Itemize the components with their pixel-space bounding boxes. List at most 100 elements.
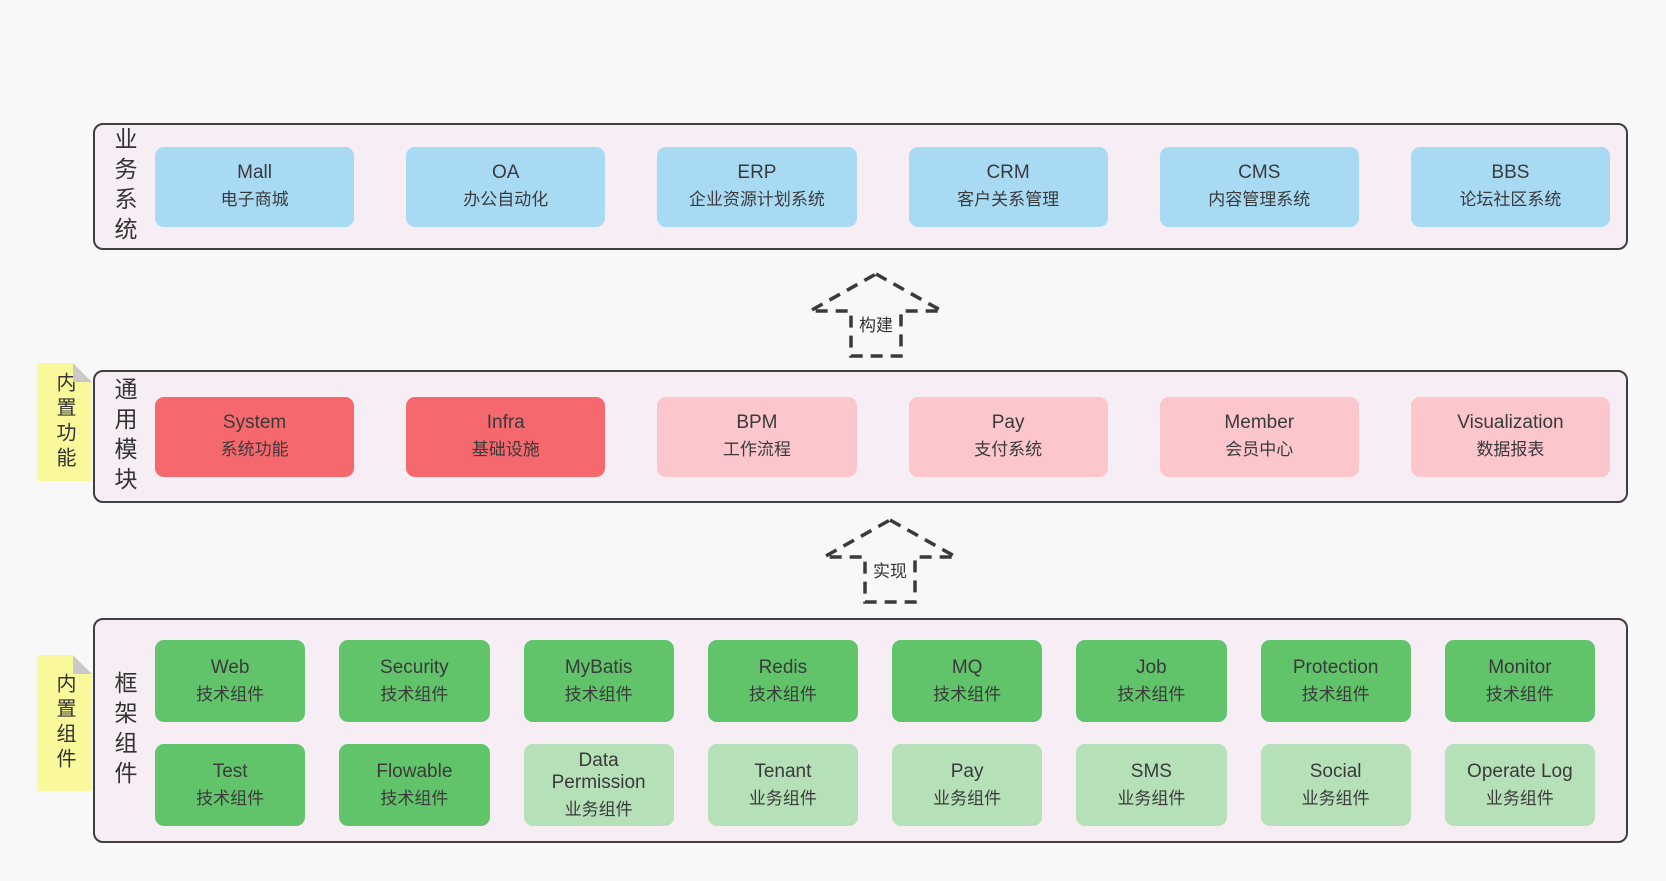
- box-flowable: Flowable 技术组件: [339, 744, 490, 826]
- box-operate-log: Operate Log 业务组件: [1444, 744, 1595, 826]
- box-desc: 数据报表: [1476, 440, 1545, 460]
- box-desc: 支付系统: [974, 440, 1043, 460]
- layer-title-framework: 框架组件: [111, 670, 137, 791]
- box-desc: 技术组件: [1301, 684, 1370, 704]
- sticky-text: 内置组件: [53, 673, 75, 773]
- layer-title-common: 通用模块: [111, 376, 137, 497]
- box-security: Security 技术组件: [339, 640, 490, 722]
- box-desc: 业务组件: [1301, 788, 1370, 808]
- box-desc: 技术组件: [748, 684, 817, 704]
- box-desc: 客户关系管理: [957, 190, 1060, 210]
- box-name: MQ: [951, 656, 983, 678]
- box-name: Mall: [237, 162, 272, 184]
- box-desc: 技术组件: [196, 788, 265, 808]
- box-desc: 系统功能: [220, 440, 289, 460]
- box-desc: 论坛社区系统: [1459, 190, 1562, 210]
- box-desc: 办公自动化: [463, 190, 549, 210]
- box-desc: 基础设施: [471, 440, 540, 460]
- box-member: Member 会员中心: [1159, 396, 1359, 477]
- box-name: Visualization: [1457, 412, 1564, 434]
- box-crm: CRM 客户关系管理: [908, 146, 1108, 227]
- box-name: Infra: [486, 412, 525, 434]
- box-desc: 业务组件: [748, 788, 817, 808]
- box-desc: 电子商城: [220, 190, 289, 210]
- business-box-row: Mall 电子商城 OA 办公自动化 ERP 企业资源计划系统 CRM 客户关系…: [155, 146, 1611, 227]
- box-sms: SMS 业务组件: [1076, 744, 1227, 826]
- box-name: System: [222, 412, 287, 434]
- sticky-note-builtin-features: 内置功能: [37, 363, 92, 481]
- business-systems-layer: 业务系统 Mall 电子商城 OA 办公自动化 ERP 企业资源计划系统 CRM…: [93, 123, 1628, 250]
- common-box-row: System 系统功能 Infra 基础设施 BPM 工作流程 Pay 支付系统…: [155, 396, 1611, 477]
- up-arrow-icon: [820, 517, 960, 604]
- box-pay: Pay 支付系统: [908, 396, 1108, 477]
- box-mall: Mall 电子商城: [155, 146, 355, 227]
- box-name: Flowable: [376, 760, 453, 782]
- box-data-permission: Data Permission 业务组件: [523, 744, 674, 826]
- box-bpm: BPM 工作流程: [657, 396, 857, 477]
- box-desc: 技术组件: [933, 684, 1002, 704]
- box-name: Pay: [991, 412, 1025, 434]
- folded-corner-icon: [73, 363, 92, 382]
- box-desc: 技术组件: [1485, 684, 1554, 704]
- implement-arrow: 实现: [820, 516, 960, 606]
- arrow-label-build: 构建: [855, 310, 897, 337]
- box-protection: Protection 技术组件: [1260, 640, 1411, 722]
- box-name: MyBatis: [564, 656, 633, 678]
- box-desc: 技术组件: [196, 684, 265, 704]
- arrow-label-implement: 实现: [869, 556, 911, 583]
- box-name: ERP: [737, 162, 777, 184]
- box-erp: ERP 企业资源计划系统: [657, 146, 857, 227]
- box-name: CRM: [986, 162, 1030, 184]
- build-arrow: 构建: [806, 270, 946, 360]
- box-desc: 工作流程: [722, 440, 791, 460]
- box-desc: 业务组件: [564, 800, 633, 820]
- common-modules-layer: 通用模块 System 系统功能 Infra 基础设施 BPM 工作流程 Pay…: [93, 370, 1628, 503]
- box-system: System 系统功能: [155, 396, 355, 477]
- box-social: Social 业务组件: [1260, 744, 1411, 826]
- box-mybatis: MyBatis 技术组件: [523, 640, 674, 722]
- box-oa: OA 办公自动化: [406, 146, 606, 227]
- box-name: Member: [1224, 412, 1295, 434]
- box-desc: 内容管理系统: [1208, 190, 1311, 210]
- box-infra: Infra 基础设施: [406, 396, 606, 477]
- box-name: BPM: [736, 412, 778, 434]
- box-test: Test 技术组件: [155, 744, 306, 826]
- box-desc: 业务组件: [1117, 788, 1186, 808]
- box-desc: 会员中心: [1225, 440, 1294, 460]
- box-name: Operate Log: [1467, 760, 1573, 782]
- box-web: Web 技术组件: [155, 640, 306, 722]
- box-name: Test: [212, 760, 248, 782]
- box-name: BBS: [1491, 162, 1530, 184]
- box-monitor: Monitor 技术组件: [1444, 640, 1595, 722]
- layer-title-business: 业务系统: [111, 126, 137, 247]
- box-name: Pay: [950, 760, 984, 782]
- framework-grid: Web 技术组件 Security 技术组件 MyBatis 技术组件 Redi…: [155, 640, 1595, 826]
- box-name: CMS: [1238, 162, 1281, 184]
- box-mq: MQ 技术组件: [892, 640, 1043, 722]
- sticky-note-builtin-components: 内置组件: [37, 655, 92, 791]
- folded-corner-icon: [73, 655, 92, 674]
- box-name: Security: [380, 656, 449, 678]
- box-name: Social: [1309, 760, 1362, 782]
- box-name: OA: [492, 162, 520, 184]
- box-redis: Redis 技术组件: [707, 640, 858, 722]
- up-arrow-icon: [806, 271, 946, 358]
- box-bbs: BBS 论坛社区系统: [1410, 146, 1611, 227]
- box-name: Monitor: [1488, 656, 1552, 678]
- box-desc: 企业资源计划系统: [688, 190, 825, 210]
- box-desc: 技术组件: [380, 684, 449, 704]
- box-desc: 业务组件: [1485, 788, 1554, 808]
- box-cms: CMS 内容管理系统: [1159, 146, 1359, 227]
- sticky-text: 内置功能: [53, 372, 75, 472]
- box-name: Tenant: [754, 760, 812, 782]
- framework-components-layer: 框架组件 Web 技术组件 Security 技术组件 MyBatis 技术组件…: [93, 618, 1628, 843]
- box-name: SMS: [1130, 760, 1172, 782]
- box-desc: 技术组件: [564, 684, 633, 704]
- box-job: Job 技术组件: [1076, 640, 1227, 722]
- box-name: Redis: [758, 656, 808, 678]
- box-desc: 业务组件: [933, 788, 1002, 808]
- box-name: Job: [1136, 656, 1167, 678]
- box-desc: 技术组件: [380, 788, 449, 808]
- box-name: Protection: [1292, 656, 1379, 678]
- box-pay-component: Pay 业务组件: [892, 744, 1043, 826]
